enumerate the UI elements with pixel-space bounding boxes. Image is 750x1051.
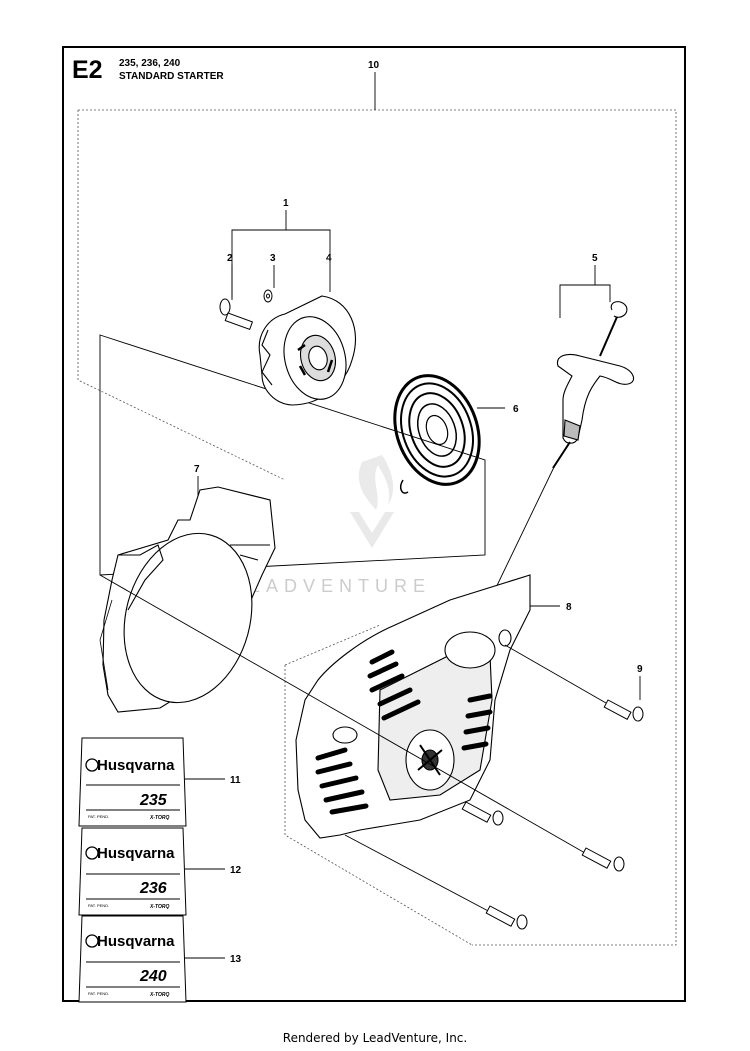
bolt-axis-lines	[99, 574, 607, 914]
decal-brand: Husqvarna	[97, 757, 175, 774]
decal-xtorq: X-TORQ	[149, 904, 169, 910]
exploded-axis-box	[99, 334, 486, 576]
callout-8: 8	[566, 602, 572, 613]
callout-6: 6	[513, 404, 519, 415]
bolt-part-9	[603, 699, 644, 722]
decal-236: Husqvarna 236 PAT. PEND. X-TORQ	[78, 827, 187, 916]
callout-12: 12	[230, 865, 242, 876]
fan-cover-part-7	[99, 486, 276, 713]
diagram-frame	[62, 46, 686, 1002]
cover-outline	[284, 624, 473, 946]
decal-235: Husqvarna 235 PAT. PEND. X-TORQ	[78, 737, 187, 827]
callout-4: 4	[326, 253, 332, 264]
decal-xtorq: X-TORQ	[149, 992, 169, 998]
callout-1: 1	[283, 198, 289, 209]
footer-credit: Rendered by LeadVenture, Inc.	[282, 1031, 468, 1045]
callout-13: 13	[230, 954, 242, 965]
callout-9: 9	[637, 664, 643, 675]
decal-model: 235	[139, 792, 168, 809]
recoil-spring-part-6	[393, 374, 481, 494]
callout-3: 3	[270, 253, 276, 264]
watermark-text: LEADVENTURE	[232, 576, 431, 596]
decal-brand: Husqvarna	[97, 845, 175, 862]
decal-pat: PAT. PEND.	[88, 991, 109, 996]
decal-xtorq: X-TORQ	[149, 815, 169, 821]
watermark-logo	[350, 455, 394, 548]
callout-5: 5	[592, 253, 598, 264]
decal-brand: Husqvarna	[97, 933, 175, 950]
callout-10: 10	[368, 60, 380, 71]
decal-model: 236	[139, 880, 167, 897]
bolt-part-9-d	[485, 905, 528, 930]
model-numbers: 235, 236, 240	[119, 58, 181, 69]
section-code: E2	[72, 56, 103, 84]
bolt-part-9-c	[581, 847, 625, 872]
decal-model: 240	[139, 968, 167, 985]
callout-7: 7	[194, 464, 200, 475]
screw-part-2	[219, 298, 254, 331]
assembly-outline	[77, 109, 677, 946]
starter-housing-part-8	[295, 574, 531, 839]
diagram-title: STANDARD STARTER	[119, 71, 224, 82]
starter-handle-part-5	[552, 301, 635, 469]
callout-11: 11	[230, 775, 241, 786]
bolt-part-9-b	[461, 801, 504, 826]
washer-part-3	[263, 289, 273, 303]
decal-pat: PAT. PEND.	[88, 814, 109, 819]
callout-2: 2	[227, 253, 233, 264]
pulley-part-4	[258, 295, 356, 406]
decal-pat: PAT. PEND.	[88, 903, 109, 908]
decal-240: Husqvarna 240 PAT. PEND. X-TORQ	[78, 915, 187, 1003]
